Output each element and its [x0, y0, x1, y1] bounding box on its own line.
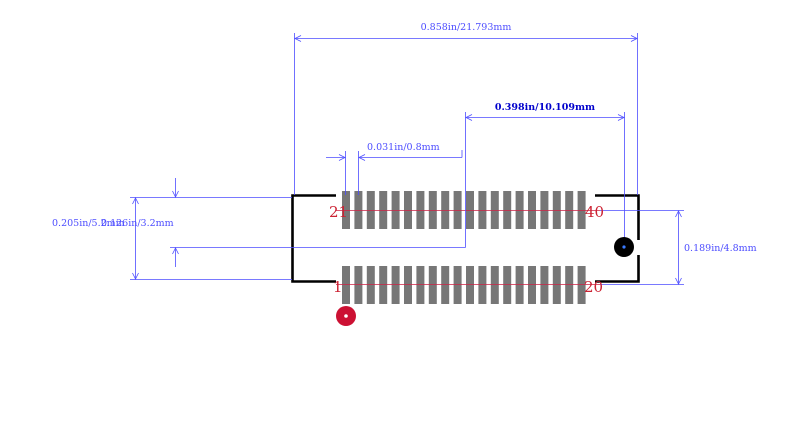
bottom-row-pad	[490, 266, 499, 304]
bottom-row-pad	[577, 266, 586, 304]
top-row-pad	[478, 191, 487, 229]
height-inner-arrow-bottom	[172, 247, 179, 255]
top-row-pad	[354, 191, 363, 229]
bottom-row-pad	[503, 266, 512, 304]
span-width-arrow-left	[465, 114, 473, 121]
overall-width-label: 0.858in/21.793mm	[421, 22, 512, 33]
span-width-arrow-right	[617, 114, 625, 121]
bottom-row-pad	[416, 266, 425, 304]
top-row-pad	[577, 191, 586, 229]
top-row-pad	[552, 191, 561, 229]
pin-label-bottom-right: 20	[584, 278, 603, 296]
pitch-arrow-left	[338, 154, 346, 161]
top-row-pad	[366, 191, 375, 229]
bottom-row-pad	[565, 266, 574, 304]
bottom-row-pad	[528, 266, 536, 304]
bottom-row-pad	[453, 266, 462, 304]
outline-right-top	[595, 194, 640, 240]
bottom-row-pad	[342, 266, 350, 304]
pad-row-bottom	[342, 266, 586, 304]
outline-right-bottom	[595, 255, 640, 283]
top-row-pad	[453, 191, 462, 229]
pad-row-top	[342, 191, 586, 229]
fiducial-marker	[614, 237, 634, 257]
pin1-marker	[336, 306, 356, 326]
height-left-arrow-top	[132, 197, 139, 205]
bottom-row-pad	[441, 266, 450, 304]
top-row-pad	[540, 191, 549, 229]
top-row-pad	[441, 191, 450, 229]
pin1-marker-center	[344, 314, 348, 318]
height-inner-label: 0.126in/3.2mm	[101, 218, 174, 229]
dimension-lines	[130, 33, 684, 285]
top-row-pad	[391, 191, 400, 229]
component-outline	[291, 194, 640, 283]
top-row-pad	[503, 191, 512, 229]
bottom-row-pad	[366, 266, 375, 304]
pin-label-top-left: 21	[329, 203, 348, 221]
bottom-row-pad	[466, 266, 474, 304]
height-right-label: 0.189in/4.8mm	[684, 243, 757, 254]
bottom-row-pad	[379, 266, 388, 304]
top-row-pad	[515, 191, 524, 229]
top-row-pad	[416, 191, 425, 229]
pin-label-top-right: 40	[585, 203, 604, 221]
bottom-row-pad	[428, 266, 437, 304]
top-row-pad	[466, 191, 474, 229]
height-right-arrow-bottom	[675, 277, 682, 285]
top-row-pad	[379, 191, 388, 229]
pitch-label: 0.031in/0.8mm	[367, 142, 440, 153]
top-row-pad	[528, 191, 536, 229]
top-row-pad	[342, 191, 350, 229]
top-row-pad	[565, 191, 574, 229]
top-row-pad	[490, 191, 499, 229]
bottom-row-pad	[404, 266, 412, 304]
overall-width-arrow-right	[630, 35, 638, 42]
bottom-row-pad	[354, 266, 363, 304]
overall-width-arrow-left	[294, 35, 302, 42]
bottom-row-pad	[515, 266, 524, 304]
height-left-label: 0.205in/5.2mm	[52, 218, 125, 229]
bottom-row-pad	[391, 266, 400, 304]
outline-left-bracket	[291, 194, 336, 283]
bottom-row-pad	[478, 266, 487, 304]
pin-label-bottom-left: 1	[333, 278, 343, 296]
height-left-arrow-bottom	[132, 272, 139, 280]
span-width-label: 0.398in/10.109mm	[495, 102, 595, 113]
top-row-pad	[428, 191, 437, 229]
height-right-arrow-top	[675, 210, 682, 218]
height-inner-arrow-top	[172, 190, 179, 198]
top-row-pad	[404, 191, 412, 229]
fiducial-marker-center	[622, 245, 626, 249]
bottom-row-pad	[552, 266, 561, 304]
pitch-arrow-right	[358, 154, 366, 161]
bottom-row-pad	[540, 266, 549, 304]
